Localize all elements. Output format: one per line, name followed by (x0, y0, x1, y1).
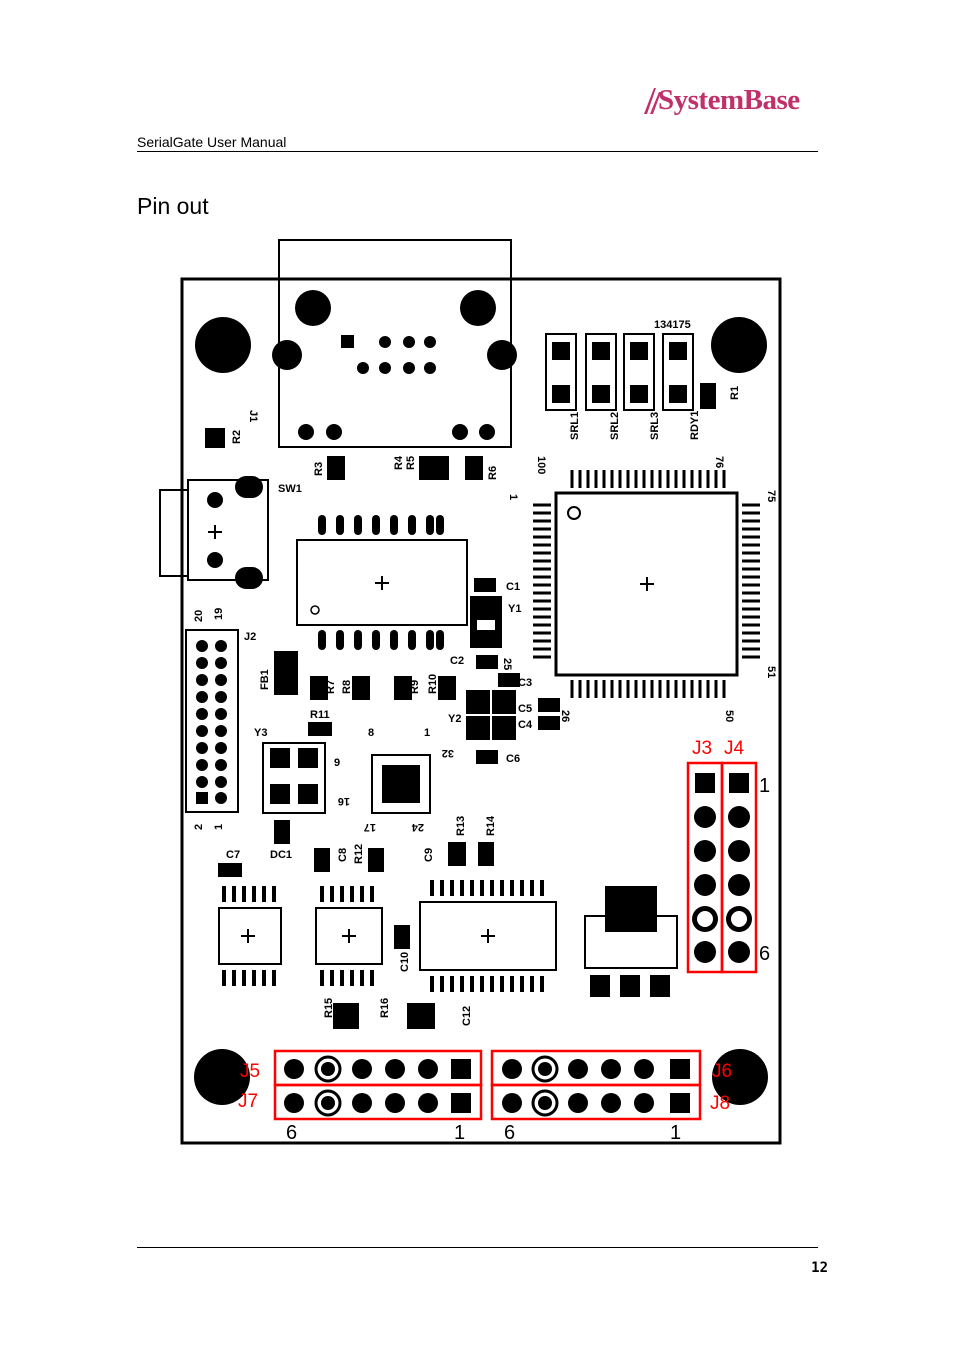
pin-20: 20 (193, 610, 205, 622)
label-r12: R12 (353, 844, 365, 864)
label-r14: R14 (485, 815, 497, 836)
brand-name: SystemBase (658, 84, 800, 116)
j3-highlight (686, 761, 724, 974)
label-sw1: SW1 (278, 483, 302, 495)
label-r4: R4 (393, 455, 405, 470)
label-c12: C12 (461, 1006, 473, 1026)
label-r5: R5 (405, 456, 417, 470)
manual-title: SerialGate User Manual (137, 134, 287, 150)
page-number: 12 (811, 1260, 828, 1276)
label-j7: J7 (238, 1091, 258, 1112)
label-r13: R13 (455, 816, 467, 836)
label-r6: R6 (487, 466, 499, 480)
j7-highlight (273, 1083, 483, 1121)
j2-header (185, 629, 239, 813)
pin-19: 19 (213, 608, 225, 620)
board-pinout-diagram: J1 J2 R1 R2 R3 R4 R5 R6 R7 R8 R9 R10 R11… (159, 239, 782, 1145)
label-j2: J2 (244, 631, 256, 643)
j6j8-pin-6: 6 (504, 1122, 515, 1144)
j5j7-pin-1: 1 (454, 1122, 465, 1144)
pin-24: 24 (411, 821, 424, 833)
pin-100: 100 (535, 456, 547, 474)
j6-highlight (490, 1049, 702, 1087)
header-rule (137, 151, 818, 152)
j3j4-pin-6: 6 (759, 943, 770, 965)
label-r9: R9 (409, 680, 421, 694)
pin-9: 9 (334, 757, 340, 769)
systembase-logo (644, 88, 661, 114)
label-c4: C4 (518, 719, 533, 731)
pin-17: 17 (364, 821, 376, 833)
j5j7-pin-6: 6 (286, 1122, 297, 1144)
label-srl2: SRL2 (609, 412, 621, 440)
label-j6: J6 (712, 1061, 732, 1082)
label-c11: C11 (425, 1006, 437, 1026)
pin-1: 1 (507, 494, 519, 500)
j8-highlight (490, 1083, 702, 1121)
label-c9: C9 (423, 848, 435, 862)
label-fb1: FB1 (259, 669, 271, 690)
j5-highlight (273, 1049, 483, 1087)
label-dc1: DC1 (270, 849, 292, 861)
label-r11: R11 (310, 709, 330, 721)
pin-1b: 1 (213, 824, 225, 830)
label-r7: R7 (325, 680, 337, 694)
label-j5: J5 (240, 1061, 260, 1082)
label-c8: C8 (337, 848, 349, 862)
label-c6: C6 (506, 753, 520, 765)
label-j3: J3 (692, 738, 712, 759)
label-r15: R15 (323, 998, 335, 1018)
label-c7: C7 (226, 849, 240, 861)
label-j4: J4 (724, 738, 745, 759)
label-c2: C2 (450, 655, 464, 667)
label-134175: 134175 (654, 319, 691, 331)
pin-32: 32 (442, 747, 454, 759)
pin-16: 16 (338, 795, 350, 807)
label-r3: R3 (313, 462, 325, 476)
label-j8: J8 (710, 1093, 730, 1114)
section-title: Pin out (137, 193, 209, 219)
label-r10: R10 (427, 674, 439, 694)
label-j1: J1 (247, 410, 259, 422)
label-y1: Y1 (508, 603, 521, 615)
label-y3: Y3 (254, 727, 267, 739)
pin-8: 8 (368, 727, 374, 739)
pin-26: 26 (559, 710, 571, 722)
label-r2: R2 (231, 430, 243, 444)
board-outline (180, 277, 782, 1145)
pin-50: 50 (723, 710, 735, 722)
label-r16: R16 (379, 998, 391, 1018)
pin-2: 2 (193, 824, 205, 830)
pin-51: 51 (765, 666, 777, 678)
pin-75: 75 (765, 490, 777, 502)
j3j4-pin-1: 1 (759, 775, 770, 797)
label-rdy1: RDY1 (689, 411, 701, 440)
label-c10: C10 (399, 952, 411, 972)
j4-highlight (720, 761, 758, 974)
mcu-chip (554, 491, 739, 677)
pin-1c: 1 (424, 727, 430, 739)
j1-jack-outline (278, 239, 512, 448)
footer-rule (137, 1247, 818, 1248)
label-y2: Y2 (448, 713, 461, 725)
label-r8: R8 (341, 680, 353, 694)
label-srl1: SRL1 (569, 412, 581, 440)
pin-25: 25 (501, 658, 513, 670)
pin-76: 76 (713, 456, 725, 468)
label-srl3: SRL3 (649, 412, 661, 440)
label-c1: C1 (506, 581, 520, 593)
label-c3: C3 (518, 677, 532, 689)
label-r1: R1 (729, 386, 741, 400)
j6j8-pin-1: 1 (670, 1122, 681, 1144)
label-c5: C5 (518, 703, 532, 715)
